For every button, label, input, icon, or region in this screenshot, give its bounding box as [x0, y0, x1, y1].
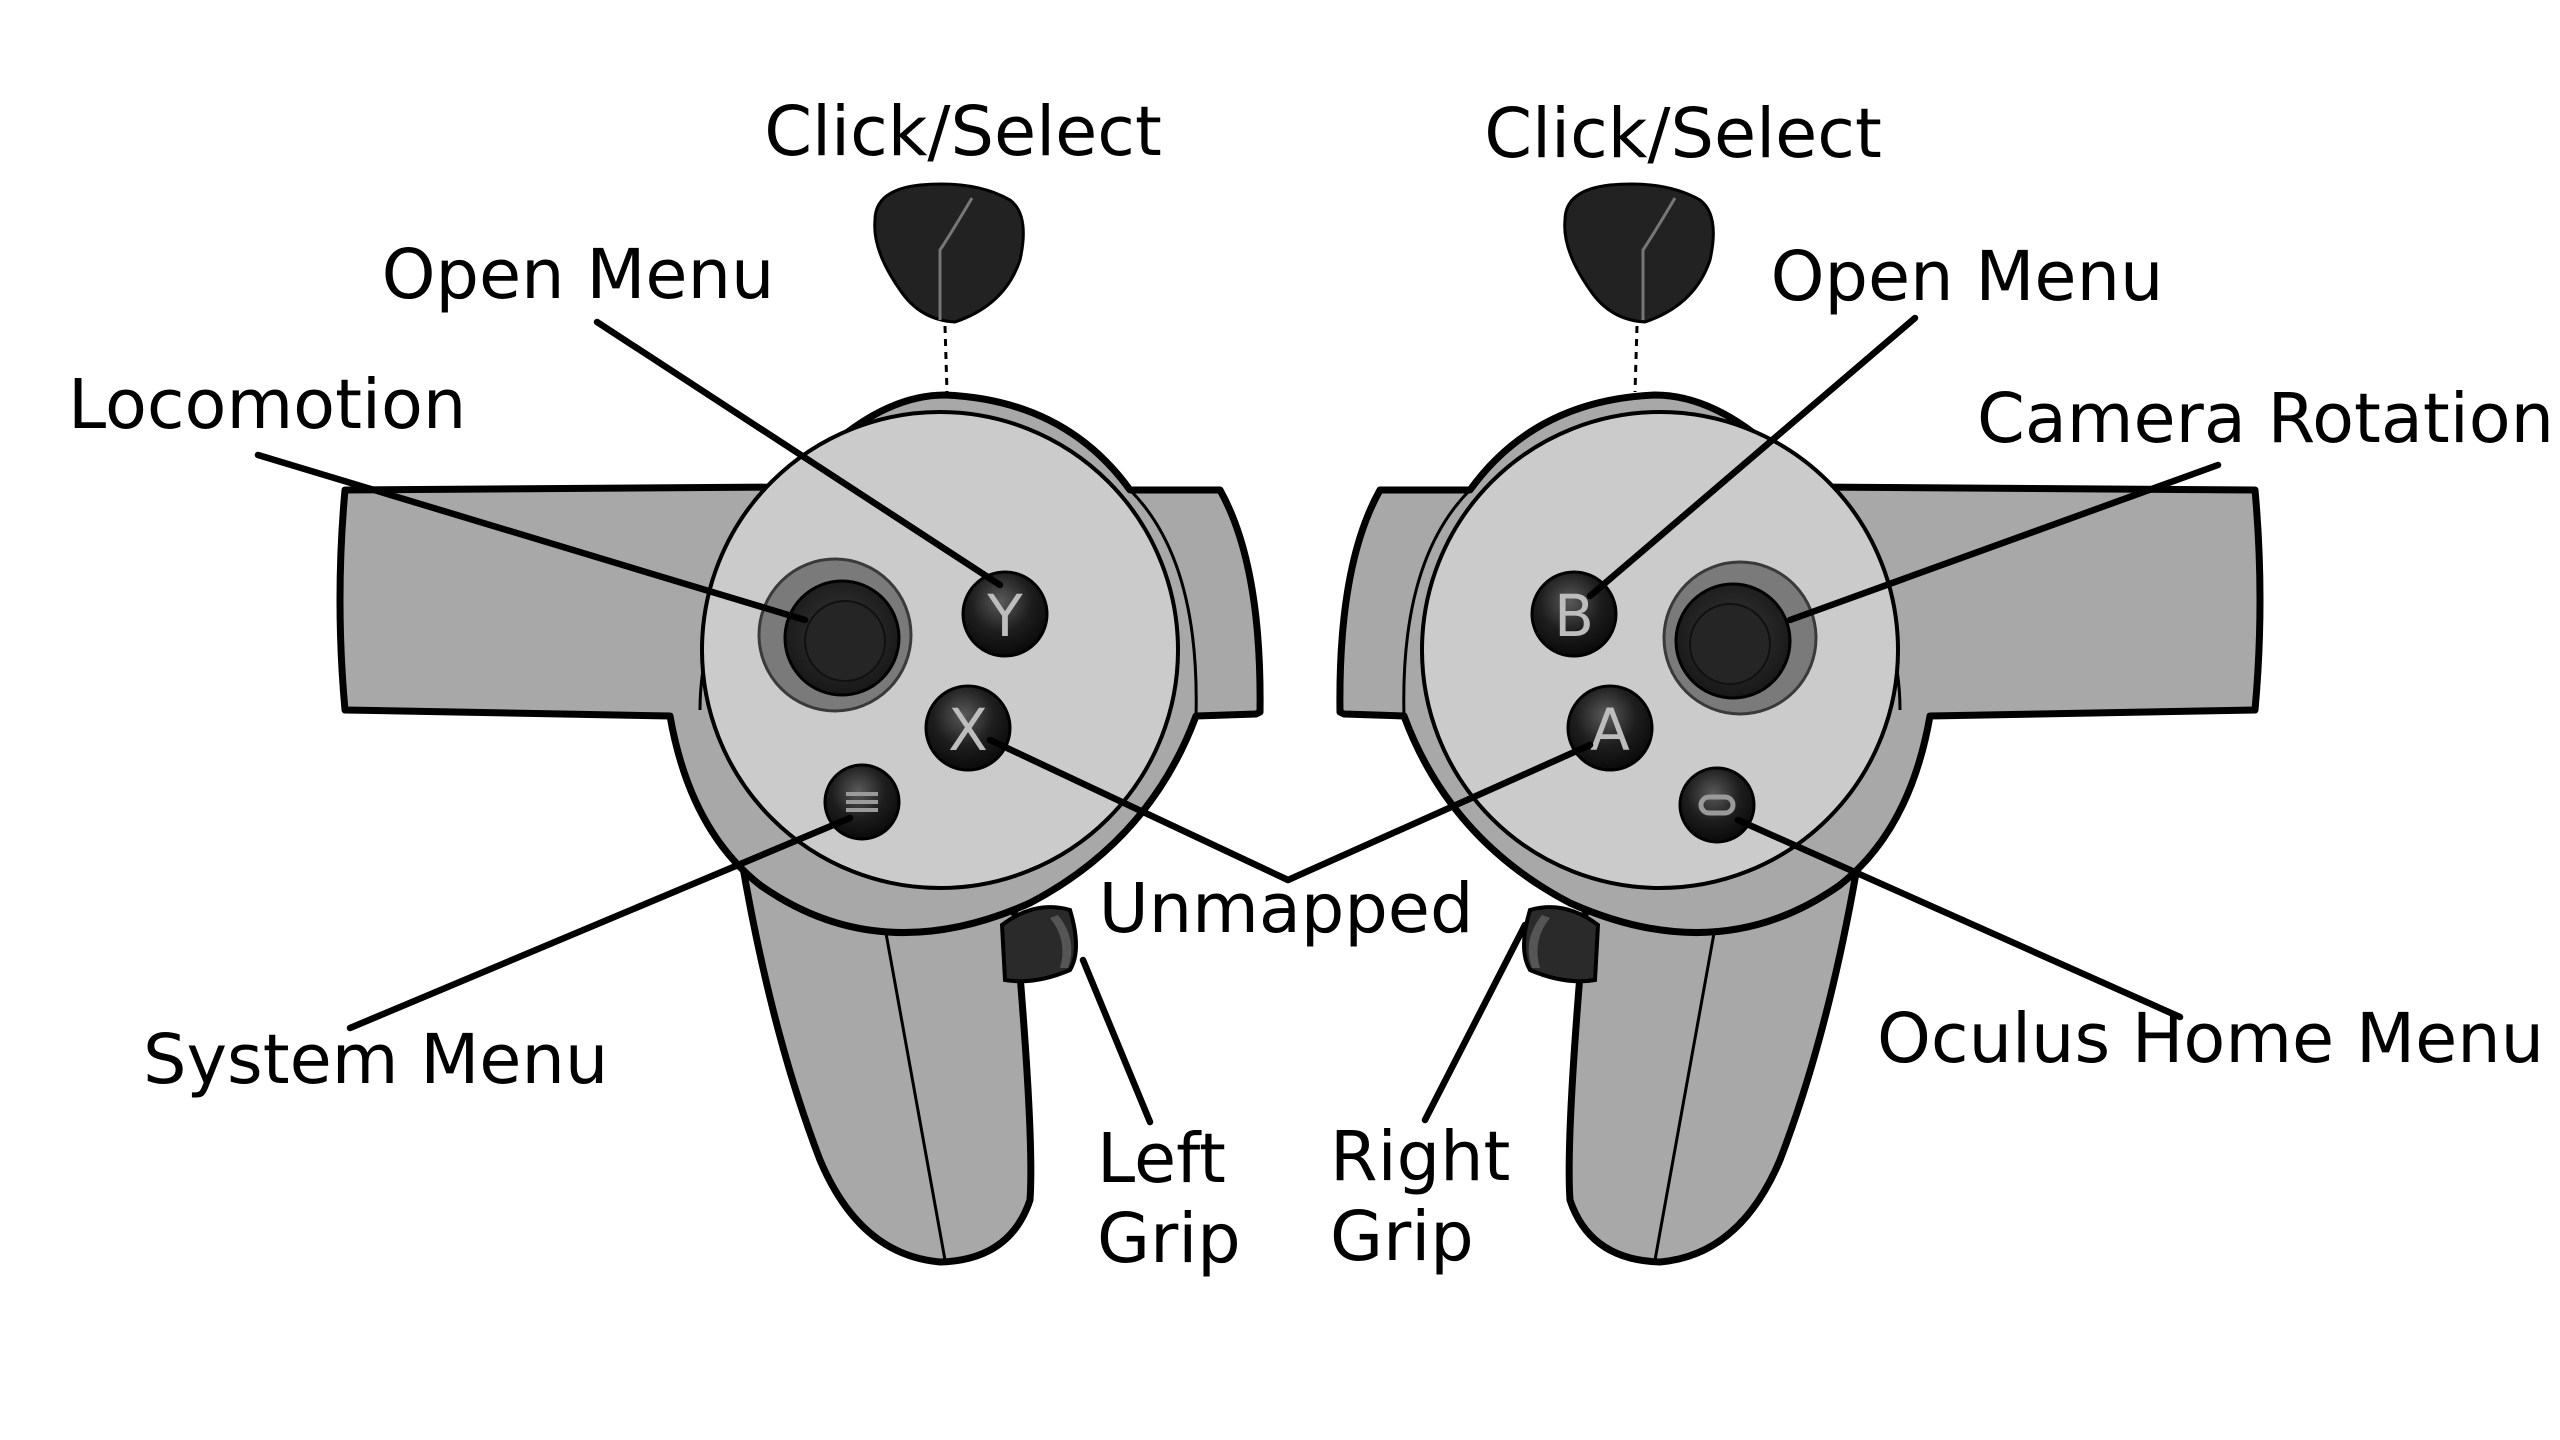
- oculus-button-icon[interactable]: [1678, 766, 1756, 844]
- label-unmapped: Unmapped: [1099, 869, 1474, 949]
- a-button[interactable]: A: [1566, 684, 1654, 772]
- label-left-grip-line2: Grip: [1097, 1199, 1241, 1279]
- label-system-menu: System Menu: [143, 1020, 608, 1100]
- label-camera-rotation: Camera Rotation: [1977, 379, 2554, 459]
- leader-lines: [254, 314, 2222, 1126]
- label-locomotion: Locomotion: [68, 365, 466, 445]
- menu-button-icon[interactable]: [823, 763, 901, 841]
- right-trigger-icon[interactable]: [1563, 182, 1715, 324]
- svg-text:B: B: [1554, 582, 1594, 650]
- x-button[interactable]: X: [924, 684, 1012, 772]
- svg-text:X: X: [948, 696, 988, 764]
- right-controller-handle: [1565, 846, 1864, 1266]
- left-thumbstick[interactable]: [757, 557, 913, 713]
- left-controller-handle: [736, 846, 1035, 1266]
- label-right-open-menu: Open Menu: [1771, 237, 2164, 317]
- label-right-grip-line2: Grip: [1330, 1197, 1474, 1277]
- label-oculus-home-menu: Oculus Home Menu: [1877, 999, 2544, 1079]
- label-right-grip-line1: Right: [1330, 1117, 1510, 1197]
- left-controller: Y X: [336, 182, 1264, 1266]
- label-left-open-menu: Open Menu: [382, 235, 775, 315]
- label-left-click-select: Click/Select: [764, 92, 1162, 172]
- labels: Click/Select Open Menu Locomotion System…: [68, 92, 2554, 1279]
- right-face-plate: [1420, 410, 1900, 890]
- right-thumbstick[interactable]: [1662, 560, 1818, 716]
- left-trigger-icon[interactable]: [873, 182, 1025, 324]
- svg-text:Y: Y: [986, 582, 1023, 650]
- svg-text:A: A: [1590, 696, 1630, 764]
- label-right-click-select: Click/Select: [1484, 94, 1882, 174]
- label-left-grip-line1: Left: [1097, 1119, 1226, 1199]
- y-button[interactable]: Y: [961, 570, 1049, 658]
- right-controller: B A: [1336, 182, 2264, 1266]
